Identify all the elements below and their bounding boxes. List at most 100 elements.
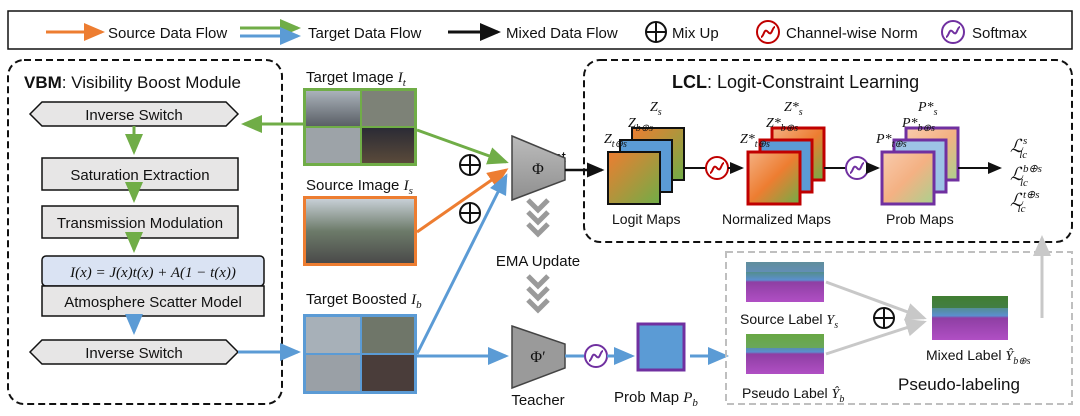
loss-1-sup: s xyxy=(1023,135,1027,147)
inverse-switch-top-label: Inverse Switch xyxy=(85,107,183,124)
mix-up-icon xyxy=(645,21,667,43)
student-trapezoid xyxy=(511,134,566,202)
legend: Source Data Flow Target Data Flow Mixed … xyxy=(7,10,1073,50)
scatter-equation: I(x) = J(x)t(x) + A(1 − t(x)) xyxy=(69,265,236,281)
target-thumb-1 xyxy=(306,91,360,126)
prob-sym-1-base: P* xyxy=(917,100,934,115)
pseudo-label-veg xyxy=(746,334,824,348)
pseudo-label-to-mixed-arrow xyxy=(825,319,927,356)
loss-3-base: ℒ xyxy=(1010,190,1024,210)
source-label-text: Source Label xyxy=(740,311,823,327)
transmission-modulation-label: Transmission Modulation xyxy=(57,215,223,232)
loss-3-sup: t⊕s xyxy=(1023,189,1040,201)
normalized-maps-label: Normalized Maps xyxy=(722,211,831,227)
pseudo-label-sym: Ŷ xyxy=(832,385,842,402)
boosted-thumb-1 xyxy=(306,317,360,353)
legend-target-flow: Target Data Flow xyxy=(308,25,422,42)
teacher-network: Φ′ Teacher xyxy=(511,324,566,409)
prob-sym-2: P*b⊕s xyxy=(901,116,935,134)
target-image-label: Target Image It xyxy=(306,69,407,89)
channel-norm-icon-lcl xyxy=(705,156,729,180)
student-symbol: Φ xyxy=(532,161,544,178)
logit-map-1 xyxy=(607,151,661,205)
loss-3-sub: lc xyxy=(1018,203,1026,215)
logit-sym-3-base: Z xyxy=(604,132,612,147)
inverse-switch-bottom-label: Inverse Switch xyxy=(85,345,183,362)
prob-map-sub: b xyxy=(692,397,698,409)
vbm-title-rest: : Visibility Boost Module xyxy=(62,73,241,92)
logit-sym-1-base: Z xyxy=(650,100,658,115)
source-image-sub: s xyxy=(409,185,413,197)
pseudo-label-text: Pseudo Label xyxy=(742,385,828,401)
norm-sym-1-sub: s xyxy=(799,107,803,118)
teacher-label: Teacher xyxy=(511,392,564,409)
logit-sym-3-sub: t⊕s xyxy=(612,139,627,150)
prob-map-text: Prob Map xyxy=(614,389,679,406)
boosted-to-student-arrow xyxy=(415,173,508,355)
target-boosted-label: Target Boosted Ib xyxy=(306,291,422,311)
lcl-module: LCL: Logit-Constraint Learning Zs Zb⊕s Z… xyxy=(583,59,1073,243)
vbm-title-bold: VBM xyxy=(24,73,62,92)
legend-softmax: Softmax xyxy=(972,25,1028,42)
source-label-sym: Y xyxy=(826,313,836,328)
vbm-module: VBM: Visibility Boost Module Inverse Swi… xyxy=(7,59,283,405)
prob-sym-3-base: P* xyxy=(875,132,892,147)
mixed-label-text: Mixed Label xyxy=(926,347,1002,363)
target-boosted-image: Target Boosted Ib xyxy=(303,291,422,394)
prob-sym-1: P*s xyxy=(917,100,938,118)
atmosphere-scatter-box xyxy=(41,285,265,317)
norm-sym-2-base: Z* xyxy=(766,116,781,131)
student-network: Student Φ xyxy=(511,134,567,202)
prob-map-1 xyxy=(880,150,936,206)
loss-1: ℒs lc xyxy=(1010,135,1027,161)
inverse-switch-top xyxy=(28,101,240,127)
source-label-sub: s xyxy=(834,320,838,331)
prob-sym-1-sub: s xyxy=(934,107,938,118)
norm-sym-1: Z*s xyxy=(784,100,803,118)
lcl-title-rest: : Logit-Constraint Learning xyxy=(707,72,919,92)
mixed-label-veg xyxy=(932,296,1008,308)
target-image-sym: I xyxy=(397,70,404,86)
logit-sym-1-sub: s xyxy=(658,107,662,118)
mix-up-icon-1 xyxy=(459,154,481,176)
target-thumb-4 xyxy=(362,128,414,163)
prob-sym-3: P*t⊕s xyxy=(875,132,907,150)
prob-sym-2-sub: b⊕s xyxy=(918,123,935,134)
norm-sym-2: Z*b⊕s xyxy=(766,116,798,134)
boosted-thumb-4 xyxy=(362,355,414,391)
softmax-icon-lcl xyxy=(845,156,869,180)
loss-1-sub: lc xyxy=(1019,149,1027,161)
legend-box xyxy=(7,10,1073,50)
lcl-title: LCL: Logit-Constraint Learning xyxy=(672,72,919,92)
source-image: Source Image Is xyxy=(303,177,417,266)
saturation-extraction-label: Saturation Extraction xyxy=(70,167,209,184)
loss-2-base: ℒ xyxy=(1010,164,1024,184)
prob-map-pb xyxy=(636,322,686,372)
pseudo-border xyxy=(725,251,1073,405)
source-thumb xyxy=(306,199,414,263)
target-thumb-2 xyxy=(362,91,414,126)
atmosphere-scatter-label: Atmosphere Scatter Model xyxy=(64,294,242,311)
target-boosted-sub: b xyxy=(416,299,422,311)
loss-2-sup: b⊕s xyxy=(1023,163,1042,175)
loss-1-base: ℒ xyxy=(1010,136,1024,156)
logit-sym-2-base: Z xyxy=(628,116,636,131)
vbm-border xyxy=(7,59,283,405)
legend-mixed-flow: Mixed Data Flow xyxy=(506,25,618,42)
lcl-title-bold: LCL xyxy=(672,72,707,92)
target-image: Target Image It xyxy=(303,69,417,166)
prob-sym-2-base: P* xyxy=(901,116,918,131)
boosted-thumb-3 xyxy=(306,355,360,391)
teacher-softmax-icon xyxy=(584,344,608,368)
norm-map-1 xyxy=(746,150,802,206)
legend-source-flow: Source Data Flow xyxy=(108,25,227,42)
source-label-sky xyxy=(746,262,824,272)
source-image-label: Source Image Is xyxy=(306,177,413,197)
norm-sym-3-sub: t⊕s xyxy=(755,139,770,150)
pseudo-label-caption: Pseudo Label Ŷb xyxy=(742,385,844,405)
pseudo-labeling-title: Pseudo-labeling xyxy=(898,375,1020,394)
logit-sym-1: Zs xyxy=(650,100,662,118)
target-boosted-sym: I xyxy=(410,292,417,308)
